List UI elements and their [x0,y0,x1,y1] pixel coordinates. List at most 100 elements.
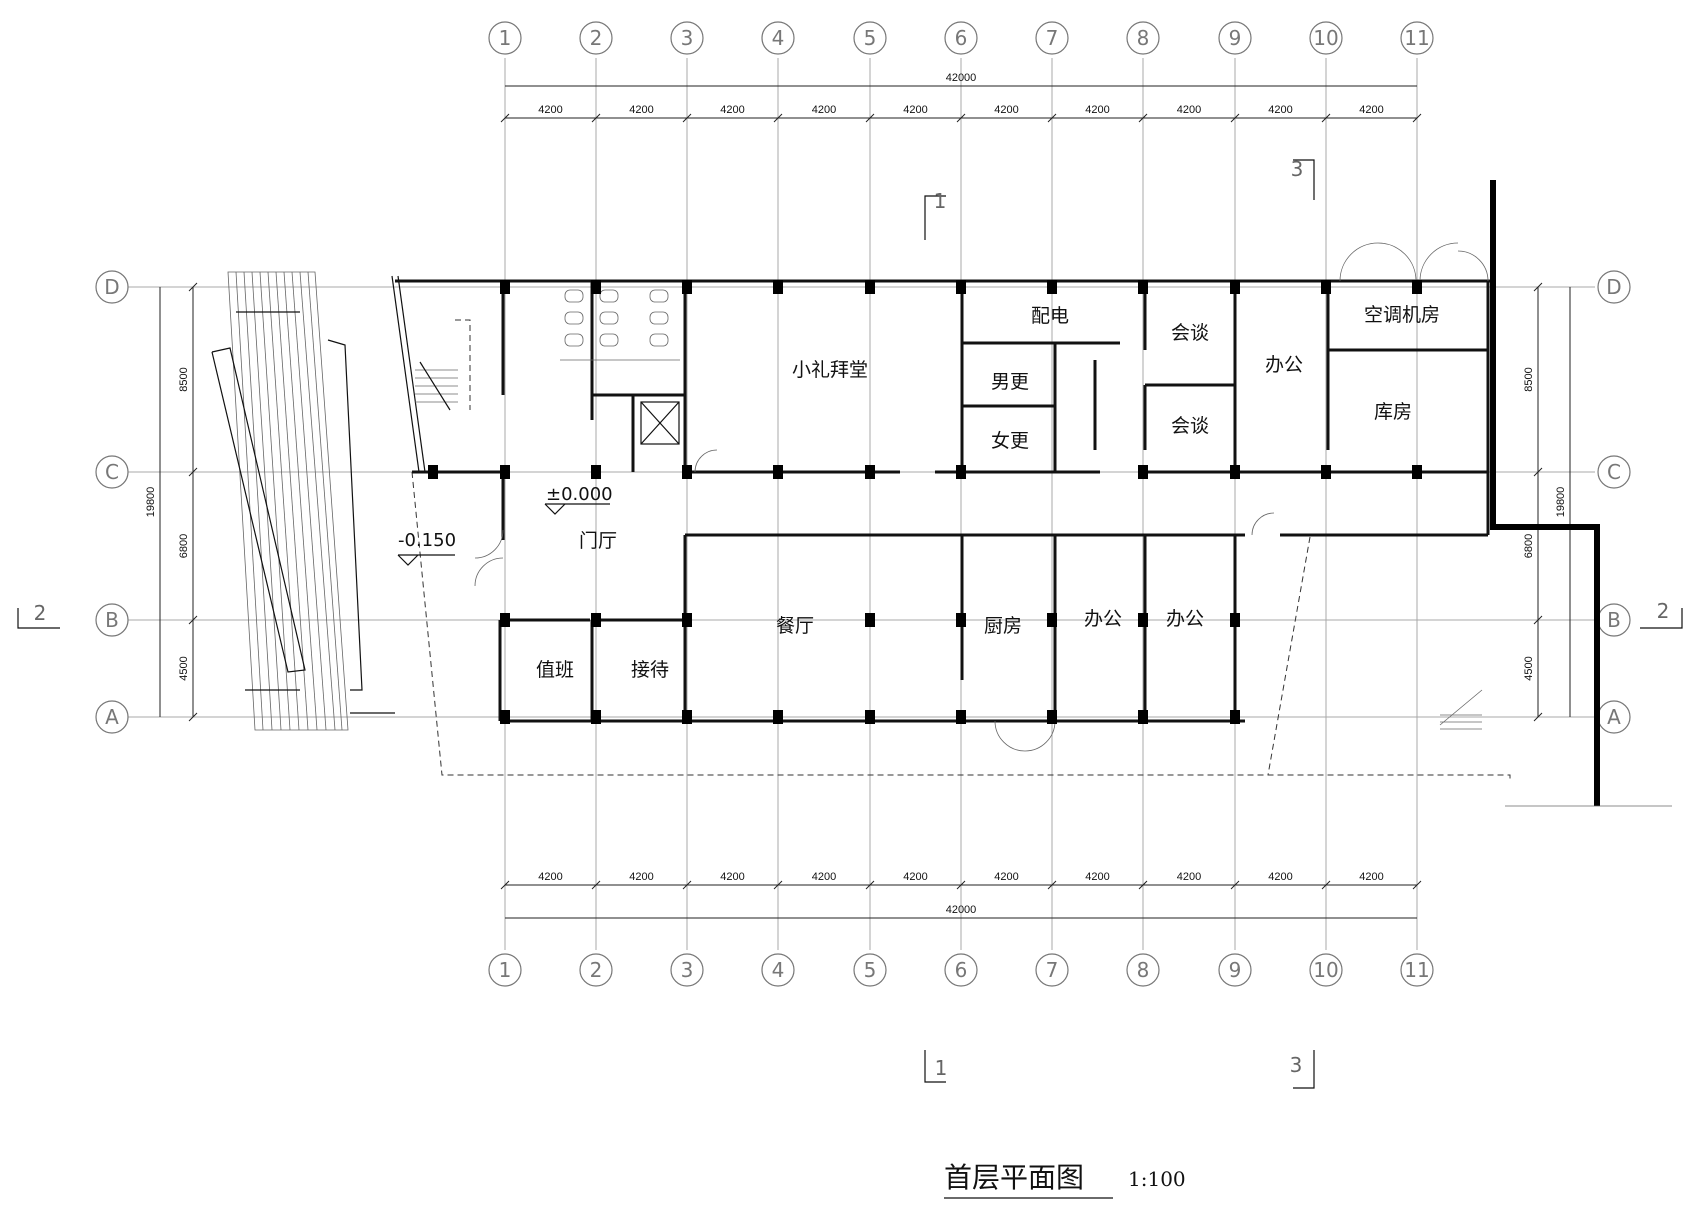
dim-tick-bottom-4 [773,880,783,890]
axis-bubble-top-8 [1126,21,1160,55]
column-1 [500,280,510,294]
dim-tick-top-4 [773,113,783,123]
column-5 [865,280,875,294]
room-office-1: 办公 [1084,608,1122,630]
dim-bay-top-2: 4200 [629,104,653,116]
axis-label-bottom-9: 9 [1229,958,1242,982]
column-33 [682,710,692,724]
dim-depth-left-1: 8500 [178,367,190,391]
axis-label-left-A: A [105,705,119,729]
axis-label-top-2: 2 [590,26,603,50]
dim-bay-bottom-10: 4200 [1359,871,1383,883]
dim-bay-top-4: 4200 [812,104,836,116]
section-cut-3-top: 3 [1291,157,1315,200]
dimension-chains: 4200 4200 4200 4200 4200 4200 4200 4200 4200 4200… [145,72,1571,919]
section-label-3-top: 3 [1291,157,1304,181]
room-power: 配电 [1031,305,1069,327]
column-29 [1138,613,1148,627]
axis-bubble-top-4 [761,21,795,55]
dim-bay-bottom-9: 4200 [1268,871,1292,883]
dim-tick-bottom-5 [865,880,875,890]
dim-tick-bottom-1 [500,880,510,890]
column-2 [591,280,601,294]
room-talk-1: 会谈 [1171,322,1209,344]
axis-label-bottom-7: 7 [1046,958,1059,982]
dim-total-bottom: 42000 [946,904,977,916]
room-office-2: 办公 [1166,608,1204,630]
axis-label-top-6: 6 [955,26,968,50]
column-17 [956,465,966,479]
column-32 [591,710,601,724]
dim-bay-top-1: 4200 [538,104,562,116]
axis-label-top-5: 5 [864,26,877,50]
column-12 [500,465,510,479]
axis-label-left-B: B [105,608,119,632]
axis-bubble-bottom-9 [1218,953,1252,987]
dim-bay-bottom-5: 4200 [903,871,927,883]
interior-walls [503,281,1488,720]
axis-bubble-top-9 [1218,21,1252,55]
dim-total-depth-right: 19800 [1555,487,1567,518]
dim-tick-bottom-8 [1138,880,1148,890]
axis-label-right-A: A [1607,705,1621,729]
axis-bubble-left-C [95,455,129,489]
column-9 [1230,280,1240,294]
axis-bubble-top-11 [1400,21,1434,55]
column-38 [1138,710,1148,724]
column-34 [773,710,783,724]
dim-depth-right-1: 8500 [1523,367,1535,391]
dim-tick-top-9 [1230,113,1240,123]
dim-tick-bottom-7 [1047,880,1057,890]
dim-bay-top-7: 4200 [1085,104,1109,116]
axis-label-bottom-8: 8 [1137,958,1150,982]
axis-bubble-bottom-8 [1126,953,1160,987]
axis-bubble-right-D [1597,270,1631,304]
dim-vtick-right-3 [1533,712,1543,722]
axis-bubble-top-6 [944,21,978,55]
column-35 [865,710,875,724]
section-label-2-left: 2 [34,601,47,625]
axis-bubble-bottom-6 [944,953,978,987]
axis-label-left-C: C [105,460,119,484]
axis-bubble-top-5 [853,21,887,55]
dim-bay-top-6: 4200 [994,104,1018,116]
axis-bubble-top-7 [1035,21,1069,55]
room-talk-2: 会谈 [1171,415,1209,437]
dim-tick-bottom-10 [1321,880,1331,890]
dim-tick-bottom-3 [682,880,692,890]
column-18 [1138,465,1148,479]
dim-vtick-right-0 [1533,282,1543,292]
axis-label-bottom-5: 5 [864,958,877,982]
axis-label-bottom-6: 6 [955,958,968,982]
room-men: 男更 [991,371,1029,393]
door-swings [474,242,1489,752]
column-28 [1047,613,1057,627]
axis-label-bottom-10: 10 [1313,958,1338,982]
axis-bubble-bottom-10 [1309,953,1343,987]
exterior-stair [211,271,395,731]
axis-bubble-bottom-1 [488,953,522,987]
dim-depth-right-2: 6800 [1523,534,1535,558]
dim-bay-bottom-4: 4200 [812,871,836,883]
column-4 [773,280,783,294]
column-3 [682,280,692,294]
axis-label-right-C: C [1607,460,1621,484]
column-26 [865,613,875,627]
column-27 [956,613,966,627]
dim-tick-bottom-9 [1230,880,1240,890]
dim-bay-top-3: 4200 [720,104,744,116]
dim-depth-left-3: 4500 [178,656,190,680]
axis-label-bottom-11: 11 [1404,958,1429,982]
room-duty: 值班 [536,659,574,681]
dim-tick-bottom-2 [591,880,601,890]
dim-bay-top-9: 4200 [1268,104,1292,116]
dim-tick-top-2 [591,113,601,123]
room-kitchen: 厨房 [984,615,1022,637]
dim-depth-left-2: 6800 [178,534,190,558]
room-labels: 小礼拜堂 配电 会谈 会谈 办公 空调机房 库房 男更 女更 门厅 餐厅 厨房 … [536,304,1440,681]
column-39 [1230,710,1240,724]
dim-depth-right-3: 4500 [1523,656,1535,680]
drawing-title: 首层平面图 [944,1161,1084,1194]
canopy-outline [391,275,1511,780]
